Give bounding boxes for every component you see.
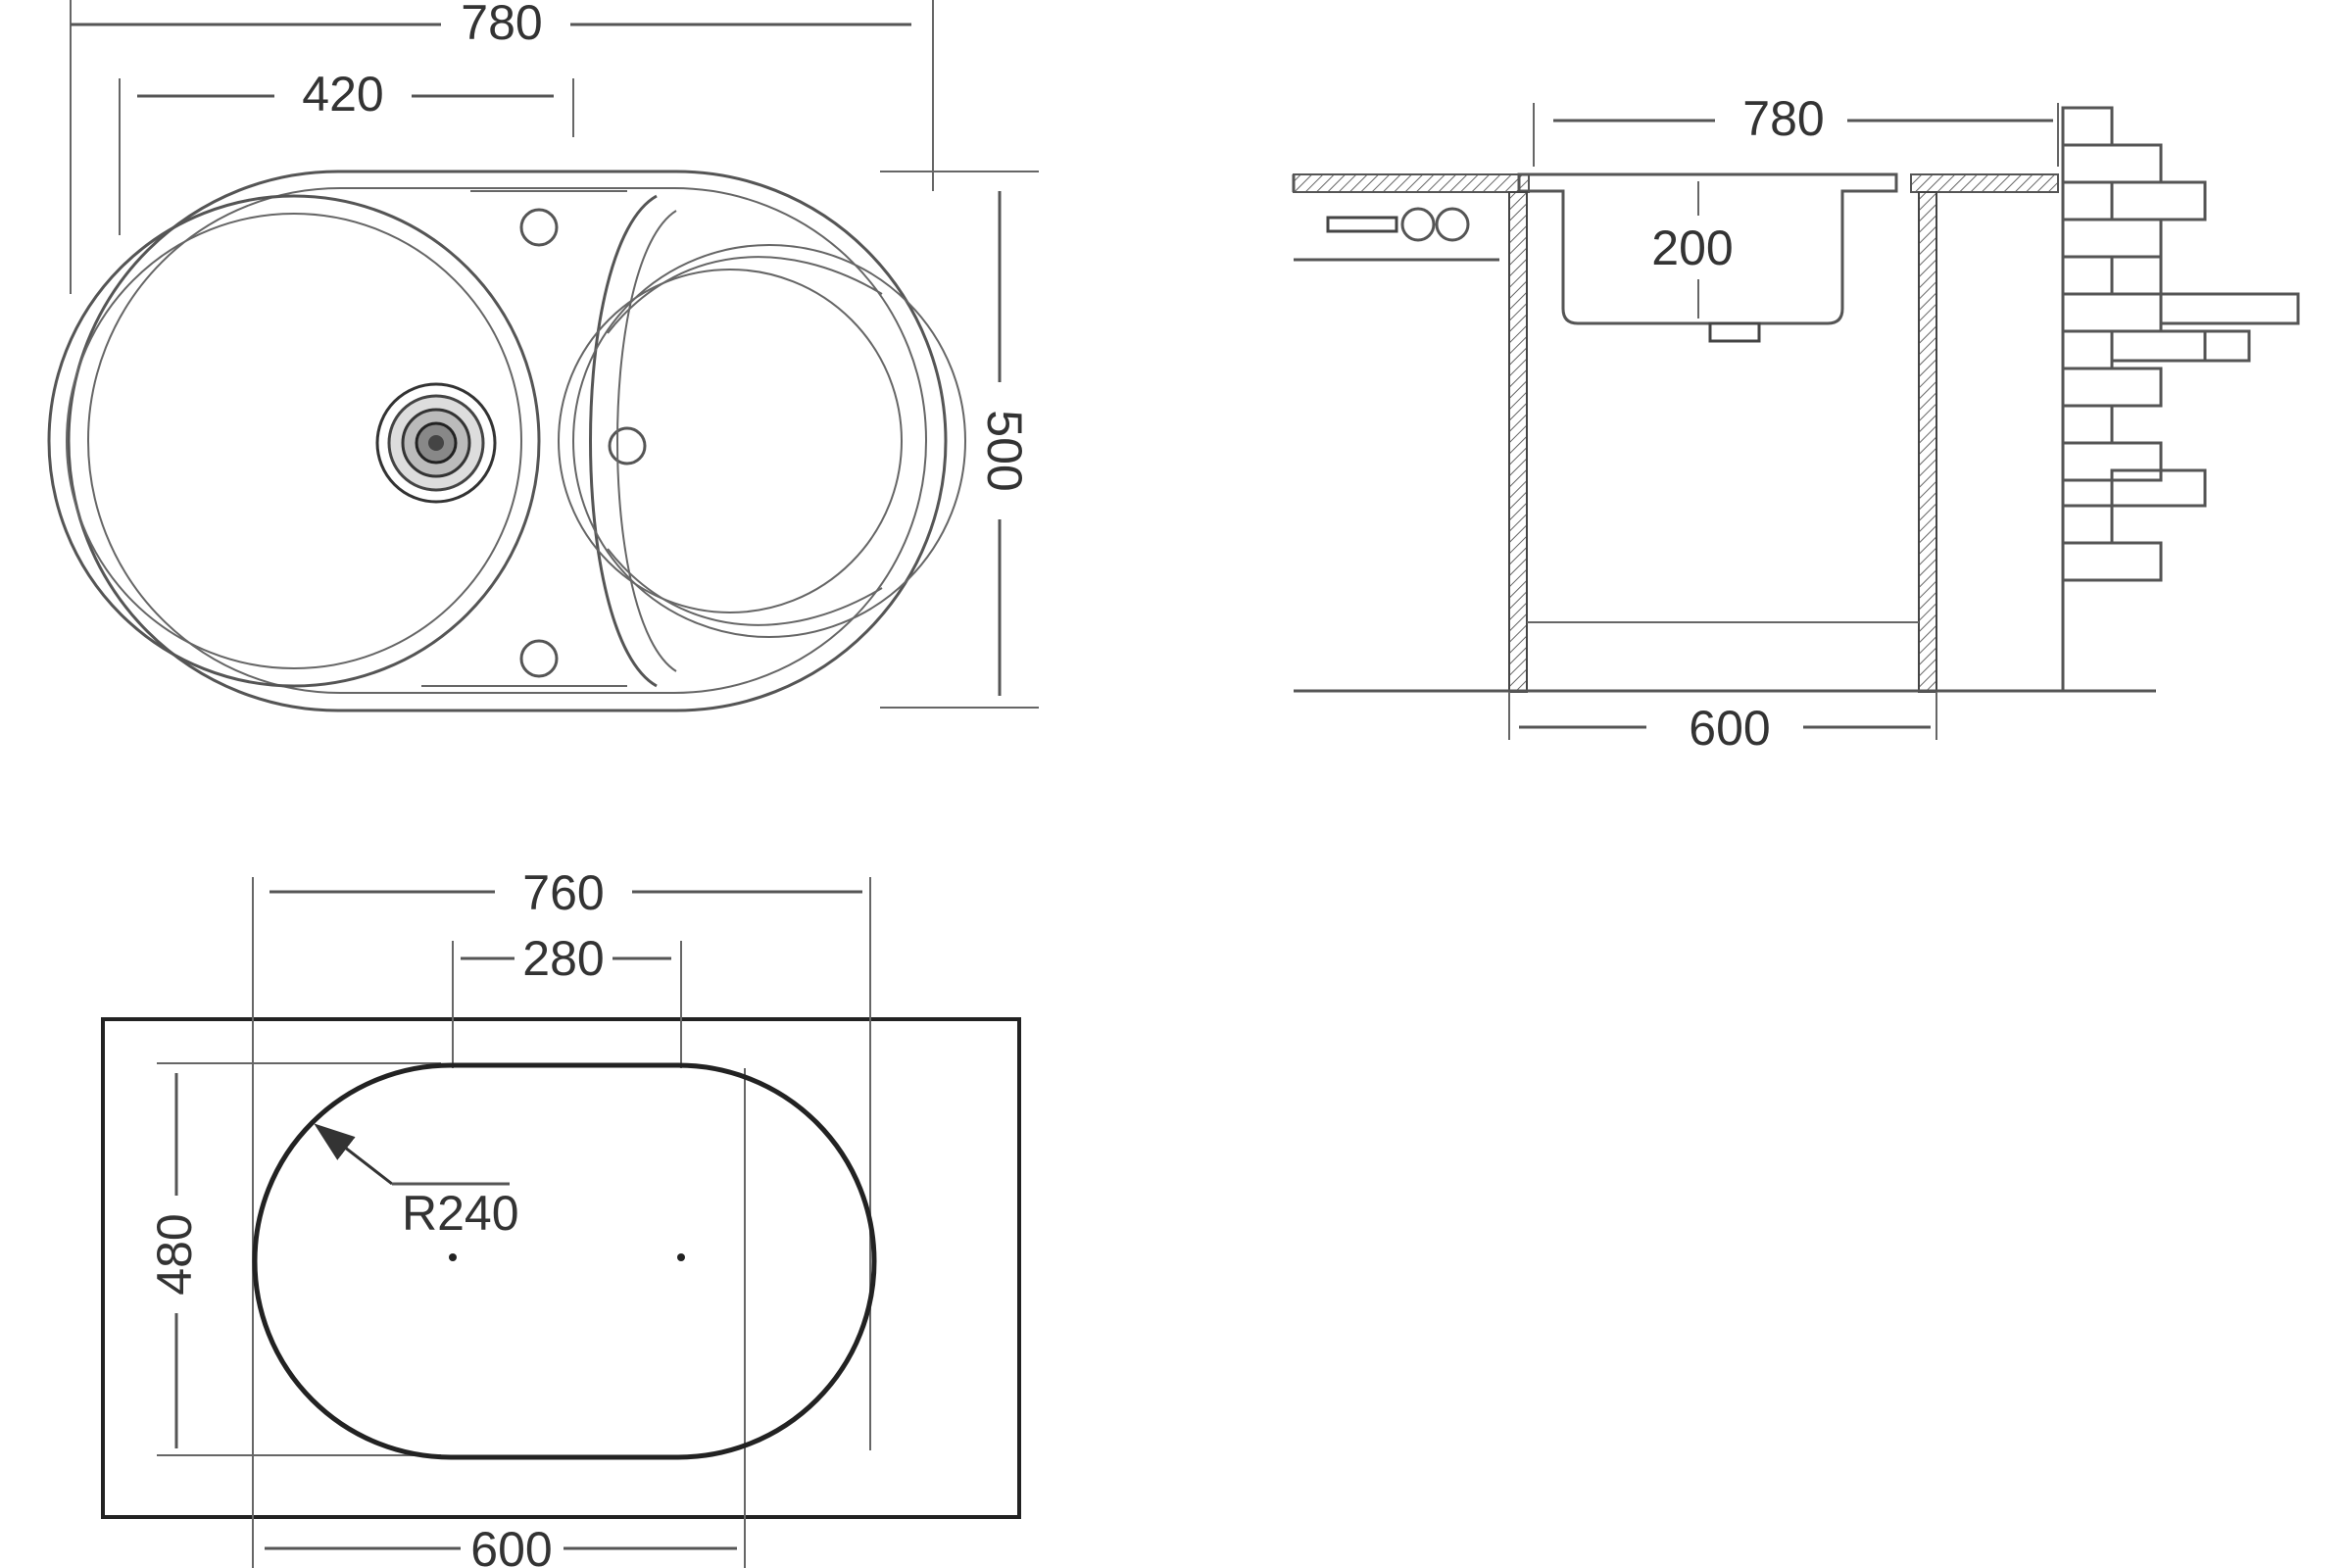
dim-600-side: 600	[1508, 692, 1937, 756]
dim-label-500: 500	[977, 410, 1032, 491]
dim-280: 280	[461, 931, 671, 986]
cabinet-wall-left	[1508, 191, 1528, 693]
dim-500: 500	[880, 171, 1039, 709]
cutout-outline	[252, 1062, 877, 1460]
drain-outlet	[1708, 321, 1761, 343]
countertop-outline	[101, 1017, 1021, 1519]
side-view: 780 200	[1292, 91, 2300, 756]
countertop-left	[1293, 173, 1530, 193]
sink-inner-rim	[87, 187, 927, 694]
dim-label-780: 780	[461, 0, 542, 50]
dim-780-top: 780	[70, 0, 934, 294]
cabinet-wall-right	[1918, 191, 1937, 693]
dim-label-480: 480	[147, 1213, 202, 1295]
dim-760: 760	[270, 865, 862, 920]
cutout-view: 760 280 480 R240 600	[101, 865, 1021, 1568]
radius-annotation: R240	[314, 1123, 519, 1241]
drawer-handle-icon	[1326, 207, 1470, 242]
main-bowl-outer	[47, 194, 541, 688]
sink-section	[1517, 172, 1898, 325]
dim-label-280: 280	[522, 931, 604, 986]
dim-600-cutout: 600	[265, 1522, 737, 1568]
main-bowl-inner	[66, 213, 522, 669]
drain-strainer-icon	[375, 382, 497, 504]
dim-label-780-side: 780	[1742, 91, 1824, 146]
dim-label-r240: R240	[402, 1186, 519, 1241]
countertop-right	[1910, 173, 2059, 193]
brick-wall	[2061, 106, 2300, 691]
dim-label-420: 420	[302, 67, 383, 122]
dim-420: 420	[119, 67, 574, 235]
dim-label-600-side: 600	[1689, 701, 1770, 756]
dim-780-side: 780	[1533, 91, 2059, 167]
overflow-hole	[608, 426, 647, 466]
dim-label-760: 760	[522, 865, 604, 920]
tap-hole-bottom	[519, 639, 559, 678]
dim-label-200: 200	[1651, 220, 1733, 275]
dim-480: 480	[147, 1073, 202, 1448]
center-point-left	[449, 1253, 457, 1261]
drainer-area	[421, 190, 966, 688]
sink-outer-rim	[67, 170, 948, 712]
center-point-right	[677, 1253, 685, 1261]
dim-label-600-cutout: 600	[470, 1522, 552, 1568]
top-view: 780 420 500	[47, 0, 1039, 712]
tap-hole-top	[519, 208, 559, 247]
